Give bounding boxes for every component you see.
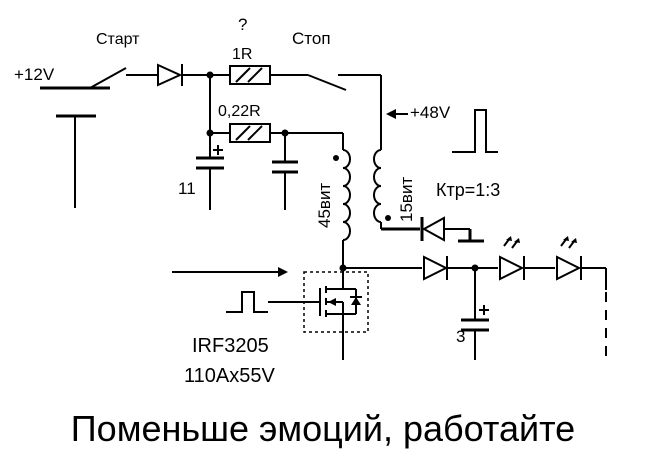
capacitor-3	[461, 268, 489, 360]
coil-15-turns	[373, 149, 420, 231]
resistor-1r	[229, 65, 290, 85]
pulse-48v	[452, 109, 498, 153]
capacitor-small	[272, 133, 298, 210]
mosfet-irf3205	[303, 268, 369, 360]
label-c3: 3	[456, 327, 465, 346]
capacitor-11	[196, 145, 224, 210]
arrow-48v	[386, 109, 408, 119]
label-r1: 1R	[232, 46, 252, 63]
label-plus48v: +48V	[410, 103, 451, 122]
coil-45-turns	[333, 149, 351, 268]
label-c11: 11	[178, 179, 196, 198]
input-diode	[157, 63, 230, 87]
battery-12v	[40, 86, 110, 208]
caption-text: Поменьше эмоций, работайте	[70, 408, 576, 449]
main-diode	[423, 255, 498, 281]
label-mosfet: IRF3205	[192, 335, 269, 357]
label-coil15: 15вит	[397, 177, 416, 222]
label-stop: Стоп	[292, 29, 331, 48]
secondary-diode	[420, 216, 484, 243]
label-ratio: Ктр=1:3	[436, 180, 500, 200]
gate-input-arrow	[172, 267, 288, 277]
label-r2: 0,22R	[218, 103, 261, 120]
label-question: ?	[238, 15, 247, 34]
led-1	[499, 236, 555, 281]
stop-switch	[290, 74, 382, 150]
resistor-022r	[210, 123, 344, 150]
label-start: Старт	[96, 31, 140, 48]
label-plus12v: +12V	[14, 65, 55, 84]
start-switch	[75, 67, 158, 89]
led-2	[556, 236, 607, 290]
label-coil45: 45вит	[315, 183, 334, 228]
label-rating: 110Ax55V	[184, 365, 275, 387]
gate-pulse	[226, 291, 268, 313]
